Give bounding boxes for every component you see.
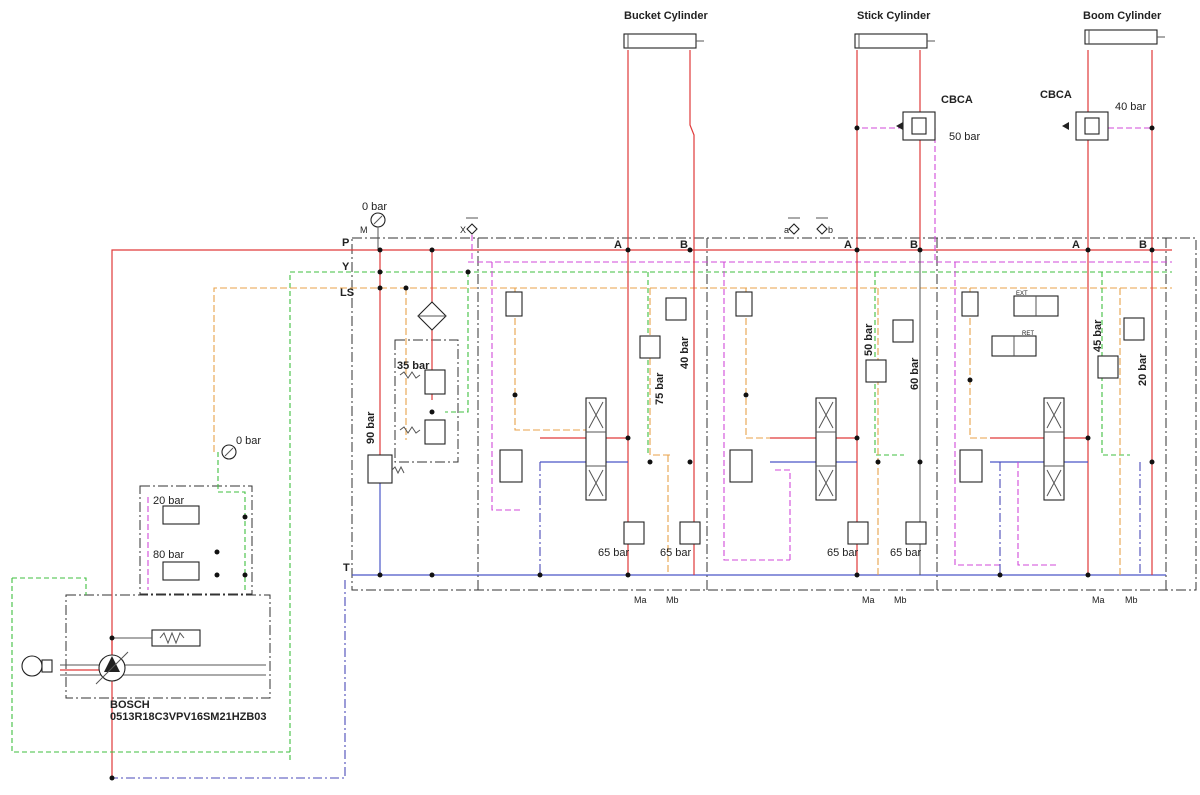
stick-port-A: A — [844, 239, 852, 251]
bucket-compensator — [505, 291, 523, 317]
boom-cylinder-label: Boom Cylinder — [1083, 10, 1162, 22]
pump-control-box — [139, 485, 253, 595]
junction-dots — [109, 125, 1155, 781]
bucket-cylinder-label: Bucket Cylinder — [624, 10, 708, 22]
stick-65b-label: 65 bar — [890, 547, 922, 559]
bucket-cylinder — [623, 33, 704, 49]
boom-cbca-label: CBCA — [1040, 89, 1072, 101]
valve-block-outline — [351, 237, 1197, 591]
boom-cbca-valve — [1062, 111, 1109, 141]
relief-valve-35 — [399, 369, 446, 445]
pressure-20-label: 20 bar — [153, 495, 185, 507]
port-a-label: a — [784, 225, 789, 235]
boom-20-label: 20 bar — [1137, 353, 1149, 386]
test-port-a — [788, 217, 800, 235]
test-port-x — [466, 217, 478, 235]
bucket-main-spool — [585, 397, 607, 501]
gauge-pump-reading: 0 bar — [236, 435, 261, 447]
boom-main-spool — [1043, 397, 1065, 501]
boom-cylinder — [1084, 29, 1165, 45]
section-connections — [491, 262, 1141, 575]
ret-label: RET — [1022, 331, 1034, 337]
boom-pressure-compensator — [959, 449, 983, 483]
port-P-label: P — [342, 237, 349, 249]
port-X-label: X — [460, 225, 466, 235]
stick-port-Mb: Mb — [894, 595, 907, 605]
pressure-gauge-pump — [221, 444, 237, 460]
port-T-label: T — [343, 562, 350, 574]
relief-valve-90 — [367, 454, 405, 484]
stick-relief-valves — [847, 319, 927, 545]
boom-45-label: 45 bar — [1092, 319, 1104, 352]
boom-ret-solenoid — [991, 335, 1037, 357]
bucket-lines — [627, 50, 695, 575]
boom-compensator — [961, 291, 979, 317]
filter — [417, 301, 447, 331]
pump-actuator-cylinder — [112, 629, 201, 647]
stick-compensator — [735, 291, 753, 317]
boom-port-Ma: Ma — [1092, 595, 1105, 605]
bucket-relief-valves — [623, 297, 701, 545]
bucket-port-Mb: Mb — [666, 595, 679, 605]
bucket-port-A: A — [614, 239, 622, 251]
pressure-line-P — [111, 249, 1172, 780]
bucket-65a-label: 65 bar — [598, 547, 630, 559]
pressure-gauge-top — [370, 212, 386, 250]
pump-control-valve-20 — [162, 505, 200, 525]
bucket-75-label: 75 bar — [654, 372, 666, 405]
boom-port-B: B — [1139, 239, 1147, 251]
port-LS-label: LS — [340, 287, 354, 299]
boom-relief-valves — [1097, 317, 1145, 379]
boom-cbca-pressure: 40 bar — [1115, 101, 1147, 113]
pump-control-valve-80 — [162, 561, 200, 581]
port-b-label: b — [828, 225, 833, 235]
stick-port-Ma: Ma — [862, 595, 875, 605]
bucket-port-Ma: Ma — [634, 595, 647, 605]
pump-model-label: 0513R18C3VPV16SM21HZB03 — [110, 711, 267, 723]
gauge-top-reading: 0 bar — [362, 201, 387, 213]
pressure-90-label: 90 bar — [365, 411, 377, 444]
test-port-b — [816, 217, 828, 235]
pressure-80-label: 80 bar — [153, 549, 185, 561]
pump-box — [65, 594, 271, 699]
electric-motor — [21, 655, 53, 677]
bucket-65b-label: 65 bar — [660, 547, 692, 559]
boom-port-A: A — [1072, 239, 1080, 251]
load-sensing-line-LS — [213, 287, 1172, 452]
stick-cbca-valve — [896, 111, 936, 141]
bucket-port-B: B — [680, 239, 688, 251]
tank-line-T — [112, 574, 1166, 779]
pump-brand-label: BOSCH — [110, 699, 150, 711]
bucket-40-label: 40 bar — [679, 336, 691, 369]
pump-drain-line — [11, 578, 290, 753]
stick-50-label: 50 bar — [863, 323, 875, 356]
priority-subbox — [394, 339, 459, 463]
stick-port-B: B — [910, 239, 918, 251]
bucket-pressure-compensator — [499, 449, 523, 483]
port-M-label: M — [360, 225, 368, 235]
stick-pressure-compensator — [729, 449, 753, 483]
boom-ext-solenoid — [1013, 295, 1059, 317]
hydraulic-pump — [95, 651, 129, 685]
ext-label: EXT — [1016, 291, 1028, 297]
stick-cylinder — [854, 33, 935, 49]
boom-port-Mb: Mb — [1125, 595, 1138, 605]
drain-line-Y — [289, 261, 1172, 760]
stick-cylinder-label: Stick Cylinder — [857, 10, 931, 22]
stick-cbca-pressure: 50 bar — [949, 131, 981, 143]
stick-cbca-label: CBCA — [941, 94, 973, 106]
pressure-35-label: 35 bar — [397, 360, 430, 372]
stick-lines — [856, 50, 936, 575]
port-Y-label: Y — [342, 261, 350, 273]
stick-60-label: 60 bar — [909, 357, 921, 390]
stick-main-spool — [815, 397, 837, 501]
stick-65a-label: 65 bar — [827, 547, 859, 559]
